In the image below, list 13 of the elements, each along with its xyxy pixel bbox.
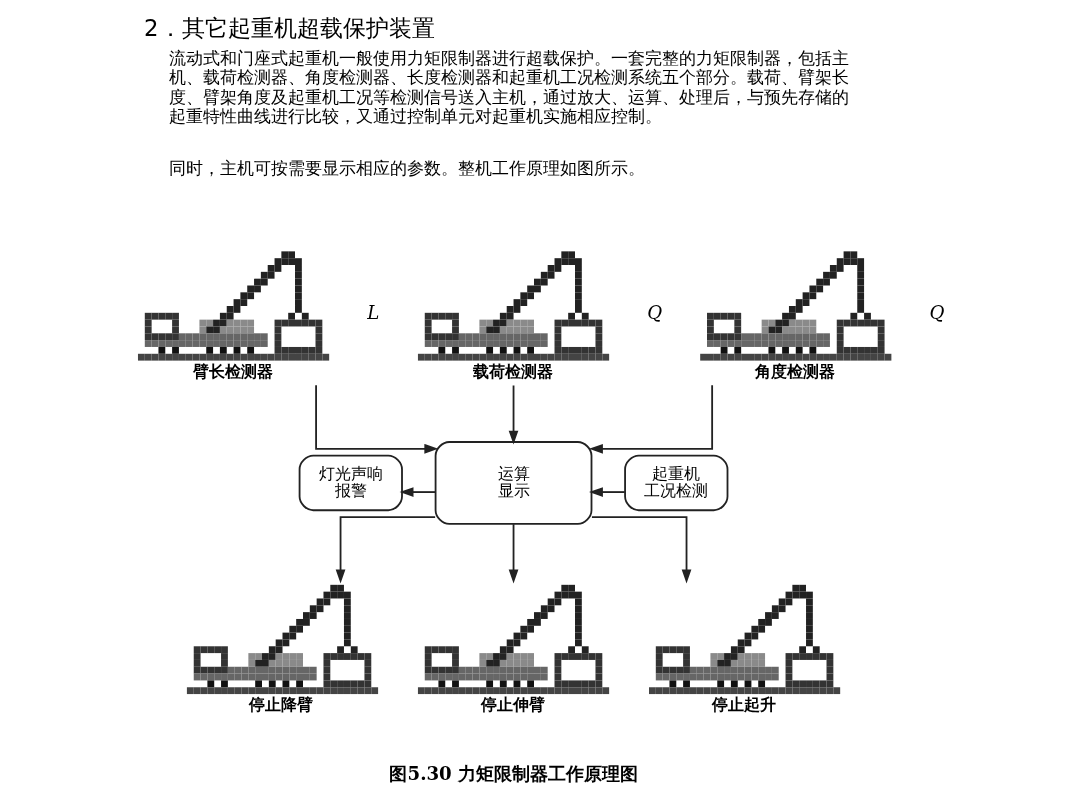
- node-label: 停止伸臂: [480, 695, 545, 715]
- label: L: [367, 302, 380, 324]
- label: Q: [929, 302, 945, 324]
- node-label: 停止降臂: [249, 695, 314, 715]
- label: 同时，主机可按需要显示相应的参数。整机工作原理如图所示。: [169, 157, 646, 178]
- label: 流动式和门座式起重机一般使用力矩限制器进行超载保护。一套完整的力矩限制器，包括主机、载荷检测器、角度检测器、长度检测器和起重机工况检测系统五个部分。载荷、臂架长度、臂架角度及起重机工况等检测信号送入主机，通过放大、运算、处理后，与预先存储的起重特性曲线进行比较，又通过控制单元对起重机实施相应控制。: [169, 48, 850, 127]
- node-label: 臂长检测器: [192, 361, 273, 381]
- diagram-title: 2．其它起重机超载保护装置: [144, 14, 435, 41]
- caption: 图5.30 力矩限制器工作原理图: [389, 762, 639, 784]
- label: Q: [647, 302, 663, 324]
- node-label: 载荷检测器: [472, 361, 553, 381]
- node-label: 角度检测器: [754, 361, 835, 381]
- node-label: 停止起升: [711, 695, 776, 715]
